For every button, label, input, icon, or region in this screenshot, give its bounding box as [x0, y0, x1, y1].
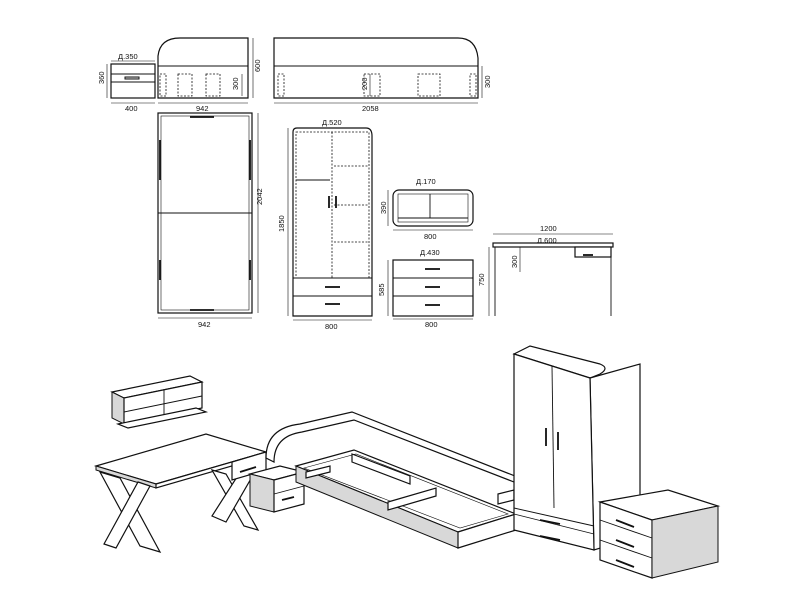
desk-front-view: 1200 Д.600 300 750 [477, 224, 614, 316]
dresser-perspective [597, 489, 721, 579]
dresser-width-label: 800 [425, 320, 438, 329]
wall-shelf-perspective [110, 375, 209, 429]
bed-front-height-label: 300 [483, 75, 492, 88]
wardrobe-width-label: 800 [325, 322, 338, 331]
desk-height-label: 750 [477, 273, 486, 286]
shelf-depth-label: Д.170 [416, 177, 436, 186]
dresser-depth-label: Д.430 [420, 248, 440, 257]
bed-front-length-label: 2058 [362, 104, 379, 113]
nightstand-front-view: Д.350 360 400 [97, 52, 156, 113]
nightstand-height-label: 360 [97, 71, 106, 84]
shelf-width-label: 800 [424, 232, 437, 241]
wardrobe-depth-label: Д.520 [322, 118, 342, 127]
bed-perspective [265, 411, 522, 549]
dresser-front-view: Д.430 585 800 [377, 248, 474, 329]
shelf-height-label: 390 [379, 201, 388, 214]
desk-depth-label: Д.600 [537, 236, 557, 245]
nightstand-depth-label: Д.350 [118, 52, 138, 61]
bed-top-height-label: 2042 [255, 188, 264, 205]
dresser-height-label: 585 [377, 283, 386, 296]
bed-top-view: 2042 942 [157, 112, 264, 329]
nightstand-width-label: 400 [125, 104, 138, 113]
bed-side-drawer-label: 300 [231, 77, 240, 90]
bed-side-view: 600 300 942 [157, 37, 262, 113]
desk-width-label: 1200 [540, 224, 557, 233]
bed-side-width-label: 942 [196, 104, 209, 113]
desk-perspective [93, 433, 269, 553]
desk-drawer-label: 300 [510, 255, 519, 268]
shelf-front-view: Д.170 390 800 [379, 177, 474, 241]
bed-front-view: 200 300 2058 [273, 37, 492, 113]
bed-side-height-label: 600 [253, 59, 262, 72]
wardrobe-height-label: 1850 [277, 215, 286, 232]
bed-top-width-label: 942 [198, 320, 211, 329]
wardrobe-front-view: Д.520 1850 800 [277, 118, 373, 331]
bed-front-drawer-label: 200 [360, 77, 369, 90]
